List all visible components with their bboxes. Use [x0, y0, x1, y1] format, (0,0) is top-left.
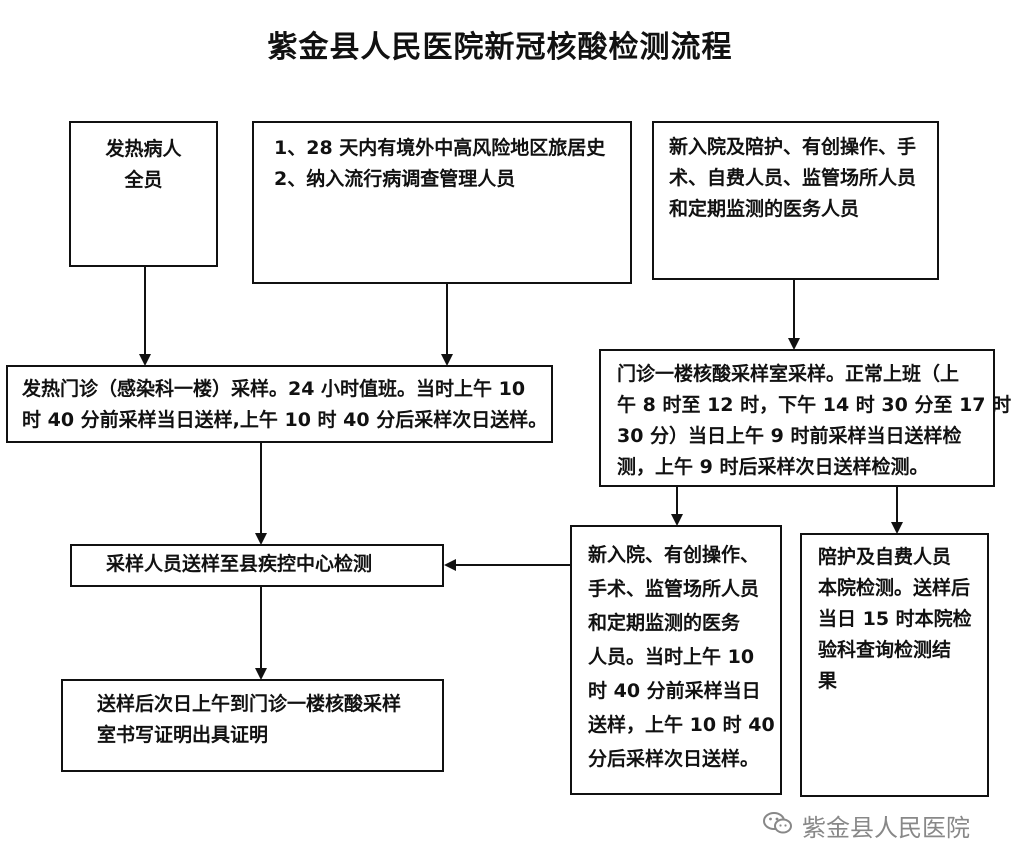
- box-certificate: 送样后次日上午到门诊一楼核酸采样 室书写证明出具证明: [61, 679, 444, 772]
- page-title: 紫金县人民医院新冠核酸检测流程: [267, 30, 733, 65]
- box-risk-groups: 1、28 天内有境外中高风险地区旅居史 2、纳入流行病调查管理人员: [252, 121, 632, 284]
- box-new-admission-detail: 新入院、有创操作、 手术、监管场所人员 和定期监测的医务 人员。当时上午 10 …: [570, 525, 782, 795]
- box-outpatient-sampling: 门诊一楼核酸采样室采样。正常上班（上 午 8 时至 12 时，下午 14 时 3…: [599, 349, 1011, 487]
- box-fever-clinic: 发热门诊（感染科一楼）采样。24 小时值班。当时上午 10 时 40 分前采样当…: [6, 365, 553, 443]
- box-fever-patients: 发热病人 全员: [69, 121, 218, 267]
- box-new-admissions: 新入院及陪护、有创操作、手 术、自费人员、监管场所人员 和定期监测的医务人员: [652, 121, 939, 280]
- wechat-icon: [762, 810, 794, 842]
- watermark-text: 紫金县人民医院: [802, 814, 970, 842]
- box-escort-selfpay: 陪护及自费人员 本院检测。送样后 当日 15 时本院检 验科查询检测结 果: [800, 533, 989, 797]
- watermark: 紫金县人民医院: [762, 808, 970, 843]
- box-cdc-testing: 采样人员送样至县疾控中心检测: [70, 544, 444, 587]
